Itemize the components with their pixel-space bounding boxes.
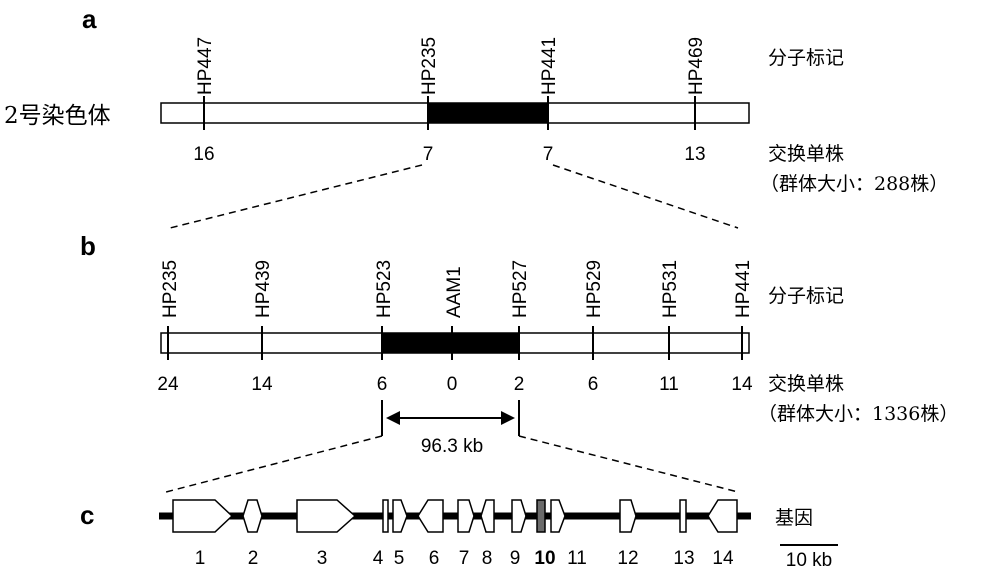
marker-label: HP469 xyxy=(686,37,707,95)
marker-label: HP531 xyxy=(660,260,681,318)
gene-number: 9 xyxy=(510,548,521,569)
gene-arrow-7 xyxy=(457,499,475,533)
gene-arrow-13 xyxy=(679,499,687,533)
marker-label: HP441 xyxy=(733,260,754,318)
gene-arrow-5 xyxy=(392,499,408,533)
candidate-region xyxy=(382,333,519,353)
gene-number: 2 xyxy=(248,548,259,569)
crossover-count: 11 xyxy=(659,374,679,395)
gene-arrow-2 xyxy=(242,499,263,533)
crossover-count: 16 xyxy=(193,144,214,165)
gene-arrow-3 xyxy=(296,499,357,533)
marker-label: HP439 xyxy=(253,260,274,318)
panel-a-marker-row-label: 分子标记 xyxy=(768,47,844,69)
crossover-count: 2 xyxy=(514,374,525,395)
marker-label: HP235 xyxy=(419,37,440,95)
panel-b-crossover-row-label: 交换单株 xyxy=(768,373,844,395)
marker-label: HP441 xyxy=(539,37,560,95)
gene-arrow-4 xyxy=(382,499,389,533)
panel-a-population-label: （群体大小：288株） xyxy=(760,173,948,195)
gene-arrow-9 xyxy=(511,499,527,533)
panel-b-crossovers: 24 14 6 0 2 6 11 14 xyxy=(157,374,753,395)
gene-arrow-6 xyxy=(417,499,444,533)
marker-label: HP235 xyxy=(160,260,181,318)
gene-arrow-11 xyxy=(550,499,566,533)
zoom-line-left xyxy=(165,435,383,493)
gene-models xyxy=(172,499,738,533)
panel-b-markers: HP235 HP439 HP523 AAM1 HP527 HP529 HP531… xyxy=(160,260,754,318)
gene-arrow-10-candidate xyxy=(536,499,546,533)
gene-number: 7 xyxy=(459,548,470,569)
marker-label: HP527 xyxy=(510,260,531,318)
crossover-count: 14 xyxy=(251,374,273,395)
panel-a-chromosome-bar xyxy=(160,96,750,130)
panel-c-letter: c xyxy=(80,500,94,530)
scale-bar: 10 kb xyxy=(780,544,838,571)
zoom-line-left xyxy=(169,164,423,229)
chromosome-label: 2号染色体 xyxy=(4,103,111,129)
gene-number: 1 xyxy=(195,548,206,569)
gene-number: 14 xyxy=(712,548,734,569)
gene-arrow-1 xyxy=(172,499,234,533)
gene-number: 11 xyxy=(567,548,587,569)
crossover-count: 13 xyxy=(684,144,705,165)
crossover-count: 6 xyxy=(377,374,388,395)
zoom-line-right xyxy=(518,435,739,493)
marker-label: HP529 xyxy=(584,260,605,318)
arrow-head-right xyxy=(501,411,515,425)
panel-a-crossovers: 16 7 7 13 xyxy=(193,144,705,165)
panel-b-fine-map-bar xyxy=(160,326,750,360)
panel-b-marker-row-label: 分子标记 xyxy=(768,285,844,307)
panel-b-letter: b xyxy=(80,231,96,261)
panel-a-letter: a xyxy=(82,4,97,34)
crossover-count: 7 xyxy=(543,144,554,165)
arrow-head-left xyxy=(386,411,400,425)
panel-a-crossover-row-label: 交换单株 xyxy=(768,143,844,165)
gene-number: 5 xyxy=(394,548,405,569)
gene-arrow-12 xyxy=(619,499,637,533)
gene-number: 13 xyxy=(673,548,694,569)
scale-bar-label: 10 kb xyxy=(786,550,832,571)
crossover-count: 0 xyxy=(447,374,458,395)
marker-label: HP447 xyxy=(195,37,216,95)
gene-numbers: 1 2 3 4 5 6 7 8 9 10 11 12 13 14 xyxy=(195,548,734,569)
interval-bracket: 96.3 kb xyxy=(381,400,520,457)
interval-size-label: 96.3 kb xyxy=(421,436,483,457)
gene-arrow-14 xyxy=(707,499,738,533)
gene-arrow-8 xyxy=(480,499,495,533)
panel-b-population-label: （群体大小：1336株） xyxy=(758,403,958,425)
zoom-line-right xyxy=(552,164,739,229)
gene-number: 3 xyxy=(317,548,328,569)
marker-label: HP523 xyxy=(374,260,395,318)
gene-number: 6 xyxy=(429,548,440,569)
crossover-count: 6 xyxy=(588,374,599,395)
gene-number: 12 xyxy=(617,548,638,569)
crossover-count: 7 xyxy=(423,144,434,165)
gene-number: 4 xyxy=(373,548,384,569)
panel-a-markers: HP447 HP235 HP441 HP469 xyxy=(195,37,707,95)
gene-number: 8 xyxy=(482,548,493,569)
gene-row-label: 基因 xyxy=(775,507,813,529)
crossover-count: 14 xyxy=(731,374,753,395)
crossover-count: 24 xyxy=(157,374,179,395)
marker-label: AAM1 xyxy=(444,266,465,318)
candidate-region xyxy=(428,103,548,123)
gene-number-candidate: 10 xyxy=(534,548,555,569)
